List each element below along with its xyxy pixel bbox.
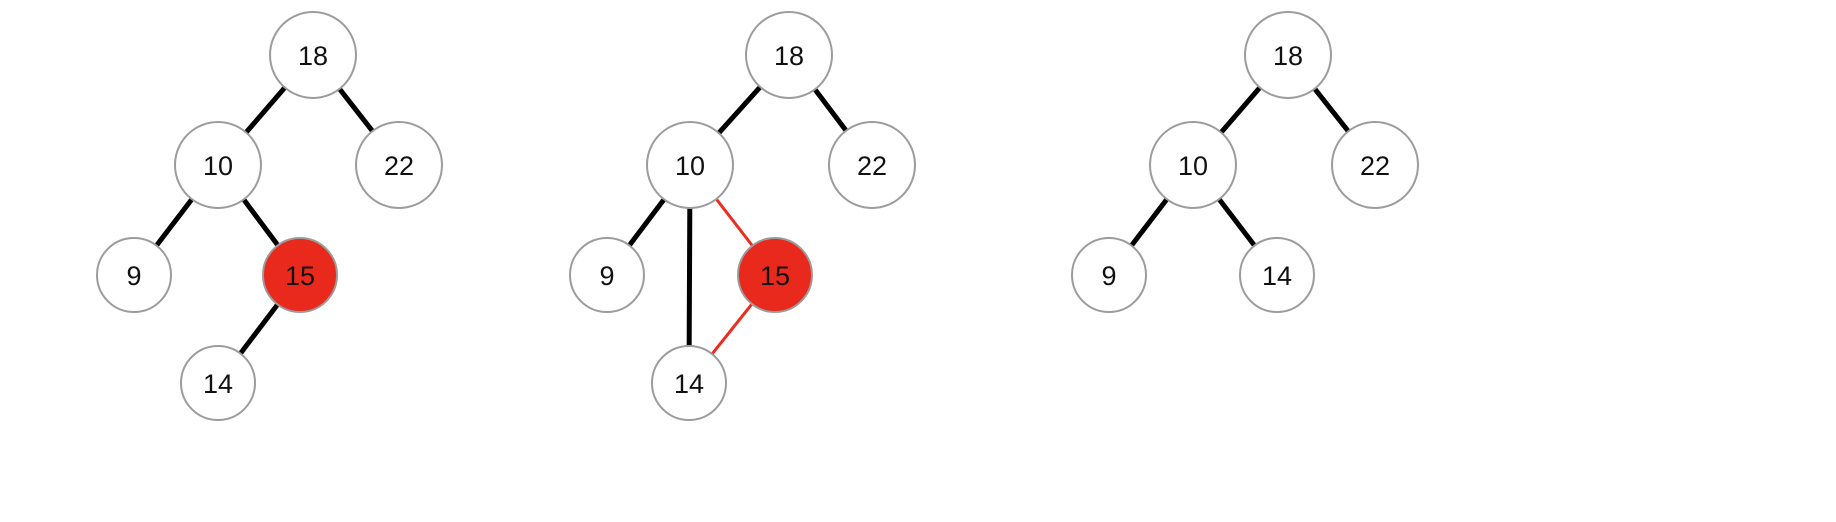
tree-node-9[interactable]: 9 [569, 237, 645, 313]
tree-node-22[interactable]: 22 [1331, 121, 1419, 209]
node-label-10: 10 [675, 151, 705, 181]
node-label-14: 14 [674, 369, 704, 399]
tree-edge-t1-18-to-t1-22 [336, 86, 376, 134]
node-circle-9[interactable] [1071, 237, 1147, 313]
tree-relinking-step: 18 10 22 9 15 14 [569, 11, 916, 421]
tree-node-22[interactable]: 22 [828, 121, 916, 209]
node-label-9: 9 [599, 261, 614, 291]
node-label-14: 14 [1262, 261, 1292, 291]
tree-before-deletion: 18 10 22 9 15 14 [96, 11, 443, 421]
tree-edge-t2-10-to-t2-9 [626, 197, 667, 248]
node-label-22: 22 [384, 151, 414, 181]
node-label-14: 14 [203, 369, 233, 399]
node-circle-15[interactable] [262, 237, 338, 313]
tree-node-9[interactable]: 9 [1071, 237, 1147, 313]
tree-node-10[interactable]: 10 [174, 121, 262, 209]
node-circle-22[interactable] [1331, 121, 1419, 209]
tree-node-10[interactable]: 10 [1149, 121, 1237, 209]
tree-edge-t1-10-to-t1-9 [153, 196, 195, 248]
node-label-18: 18 [1273, 41, 1303, 71]
node-label-15: 15 [285, 261, 315, 291]
tree-node-14[interactable]: 14 [651, 345, 727, 421]
node-circle-18[interactable] [1244, 11, 1332, 99]
tree-edge-t1-10-to-t1-15 [241, 197, 281, 248]
tree-after-deletion: 18 10 22 9 14 [1071, 11, 1419, 313]
node-circle-10[interactable] [646, 121, 734, 209]
tree-node-15[interactable]: 15 [262, 237, 338, 313]
tree-edge-t3-10-to-t3-9 [1128, 196, 1170, 248]
tree-edge-t2-10-to-t2-14 [686, 206, 693, 348]
tree-node-14[interactable]: 14 [1239, 237, 1315, 313]
node-circle-9[interactable] [569, 237, 645, 313]
tree-node-9[interactable]: 9 [96, 237, 172, 313]
tree-edge-t3-18-to-t3-22 [1312, 86, 1351, 134]
tree-node-18[interactable]: 18 [269, 11, 357, 99]
node-label-22: 22 [857, 151, 887, 181]
tree-edge-t2-15-to-t2-14 [710, 302, 754, 356]
node-circle-15[interactable] [737, 237, 813, 313]
tree-node-22[interactable]: 22 [355, 121, 443, 209]
node-circle-10[interactable] [1149, 121, 1237, 209]
node-circle-22[interactable] [355, 121, 443, 209]
tree-edge-t2-18-to-t2-10 [716, 84, 763, 136]
node-circle-9[interactable] [96, 237, 172, 313]
tree-node-14[interactable]: 14 [180, 345, 256, 421]
tree-node-18[interactable]: 18 [1244, 11, 1332, 99]
node-label-18: 18 [774, 41, 804, 71]
node-circle-18[interactable] [745, 11, 833, 99]
node-label-9: 9 [1101, 261, 1116, 291]
node-circle-14[interactable] [1239, 237, 1315, 313]
tree-node-18[interactable]: 18 [745, 11, 833, 99]
node-label-10: 10 [1178, 151, 1208, 181]
node-label-10: 10 [203, 151, 233, 181]
node-circle-18[interactable] [269, 11, 357, 99]
tree-edge-t1-18-to-t1-10 [243, 85, 288, 135]
node-label-15: 15 [760, 261, 790, 291]
tree-edge-t3-10-to-t3-14 [1216, 196, 1258, 248]
tree-edge-t2-18-to-t2-22 [812, 87, 849, 133]
node-circle-14[interactable] [180, 345, 256, 421]
tree-edge-t1-15-to-t1-14 [237, 302, 281, 356]
tree-edge-t2-10-to-t2-15 [714, 197, 755, 248]
tree-node-15[interactable]: 15 [737, 237, 813, 313]
node-label-9: 9 [126, 261, 141, 291]
node-circle-22[interactable] [828, 121, 916, 209]
tree-node-10[interactable]: 10 [646, 121, 734, 209]
node-circle-10[interactable] [174, 121, 262, 209]
node-label-18: 18 [298, 41, 328, 71]
tree-edge-t3-18-to-t3-10 [1218, 85, 1263, 135]
node-circle-14[interactable] [651, 345, 727, 421]
node-label-22: 22 [1360, 151, 1390, 181]
